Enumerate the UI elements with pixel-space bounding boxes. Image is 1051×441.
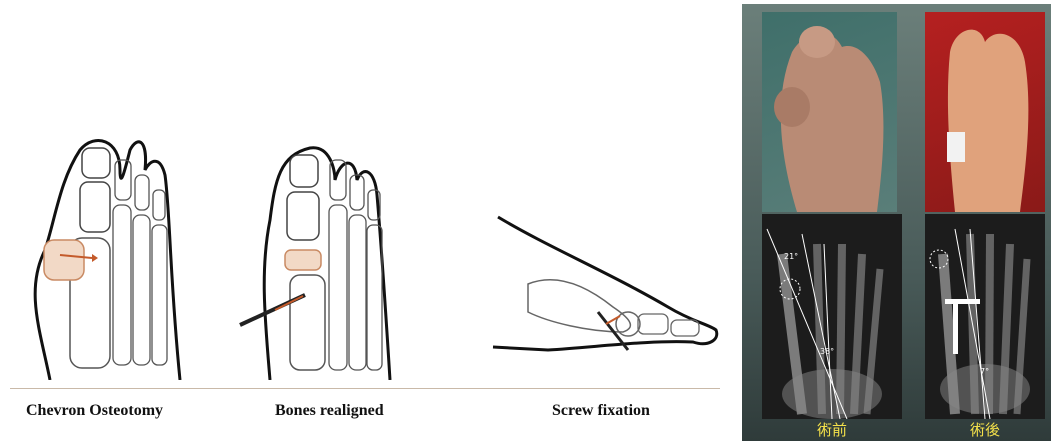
- postop-label: 術後: [925, 419, 1045, 441]
- foot-bones-drawing-2: [235, 140, 400, 380]
- postop-xray-drawing: 7°: [925, 214, 1045, 419]
- illustration-bones-realigned: [235, 140, 400, 380]
- caption-bones-realigned: Bones realigned: [275, 402, 384, 420]
- preop-label: 術前: [762, 419, 902, 441]
- illustration-screw-fixation: [488, 212, 723, 362]
- postop-xray: 7°: [925, 214, 1045, 419]
- caption-divider-line: [10, 388, 720, 389]
- preop-xray: 21° 38°: [762, 214, 902, 419]
- preop-xray-drawing: 21° 38°: [762, 214, 902, 419]
- preop-angle-a-label: 21°: [784, 252, 798, 261]
- preop-angle-b-label: 38°: [820, 347, 834, 356]
- preop-foot-shape: [762, 12, 897, 212]
- postop-angle-label: 7°: [980, 367, 989, 376]
- caption-chevron-osteotomy: Chevron Osteotomy: [26, 402, 163, 420]
- postop-foot-shape: [925, 12, 1045, 212]
- caption-screw-fixation: Screw fixation: [552, 402, 650, 420]
- clinical-photo-panel: 21° 38° 7° 術前 術後: [742, 4, 1051, 441]
- preop-foot-photo: [762, 12, 897, 212]
- foot-side-drawing: [488, 212, 723, 362]
- postop-foot-photo: [925, 12, 1045, 212]
- illustration-chevron-osteotomy: [20, 130, 185, 380]
- foot-bones-drawing-1: [20, 130, 185, 380]
